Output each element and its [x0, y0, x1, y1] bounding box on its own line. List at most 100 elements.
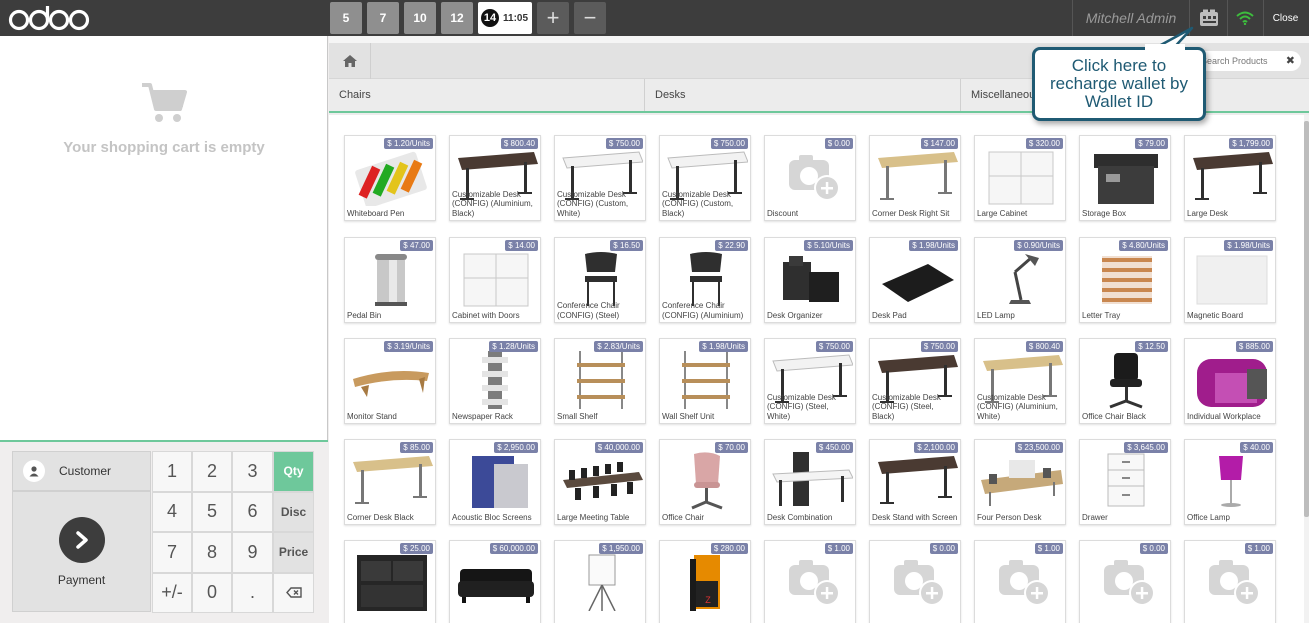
wallet-tooltip: Click here to recharge wallet by Wallet …	[1032, 47, 1206, 121]
add-order-button[interactable]: +	[537, 2, 569, 34]
product-card[interactable]: $ 0.00	[1079, 540, 1171, 623]
product-card[interactable]: $ 25.00	[344, 540, 436, 623]
product-price: $ 750.00	[605, 138, 643, 149]
mode-disc-button[interactable]: Disc	[273, 491, 314, 532]
scrollbar[interactable]	[1304, 115, 1309, 623]
connection-status[interactable]	[1226, 0, 1264, 36]
numpad-key-7[interactable]: 7	[152, 532, 192, 573]
category-chairs[interactable]: Chairs	[329, 79, 645, 111]
category-miscellaneous[interactable]: Miscellaneous	[971, 89, 1041, 101]
product-card[interactable]: $ 0.00	[869, 540, 961, 623]
order-tab-active[interactable]: 14 11:05	[478, 2, 532, 34]
remove-order-button[interactable]: −	[574, 2, 606, 34]
order-tab[interactable]: 10	[404, 2, 436, 34]
category-desks[interactable]: Desks	[645, 79, 961, 111]
product-card[interactable]: $ 1.00	[764, 540, 856, 623]
numpad-key-6[interactable]: 6	[232, 491, 273, 532]
numpad-key-2[interactable]: 2	[192, 451, 232, 492]
numpad: 1 2 3 Qty 4 5 6 Disc 7 8 9 Price +/- 0 .	[152, 451, 315, 613]
product-card[interactable]: $ 1,950.00	[554, 540, 646, 623]
product-name: Office Chair Black	[1082, 411, 1146, 421]
product-card[interactable]: $ 1.00	[974, 540, 1066, 623]
numpad-key-8[interactable]: 8	[192, 532, 232, 573]
mode-price-button[interactable]: Price	[273, 532, 314, 573]
product-name: Corner Desk Black	[347, 512, 414, 522]
svg-text:Z: Z	[705, 595, 711, 605]
product-card[interactable]: $ 1.00	[1184, 540, 1276, 623]
product-price: $ 885.00	[1235, 341, 1273, 352]
close-button[interactable]: Close	[1272, 12, 1299, 24]
product-card[interactable]: Z$ 280.00	[659, 540, 751, 623]
order-tab[interactable]: 5	[330, 2, 362, 34]
product-price: $ 1.00	[1244, 543, 1273, 554]
product-image	[1009, 254, 1039, 304]
product-image	[783, 256, 839, 302]
scrollbar-thumb[interactable]	[1304, 121, 1309, 517]
product-price: $ 1.00	[1034, 543, 1063, 554]
numpad-key-1[interactable]: 1	[152, 451, 192, 492]
close-icon[interactable]: ✖	[1285, 55, 1295, 67]
order-tab[interactable]: 7	[367, 2, 399, 34]
chevron-right-icon	[58, 516, 105, 563]
product-image	[667, 151, 748, 200]
search-input[interactable]: Search Products ✖	[1189, 51, 1301, 71]
numpad-key-4[interactable]: 4	[152, 491, 192, 532]
payment-button[interactable]: Payment	[12, 491, 151, 612]
numpad-key-dot[interactable]: .	[232, 572, 273, 613]
product-price: $ 800.40	[1025, 341, 1063, 352]
numpad-key-9[interactable]: 9	[232, 532, 273, 573]
product-card[interactable]: $ 60,000.00	[449, 540, 541, 623]
wallet-button[interactable]	[1190, 0, 1228, 36]
product-image	[878, 456, 958, 504]
product-name: Desk Stand with Screen	[872, 512, 958, 522]
backspace-button[interactable]	[273, 572, 314, 613]
numpad-key-3[interactable]: 3	[232, 451, 273, 492]
product-image: Z	[690, 555, 720, 611]
product-price: $ 0.00	[824, 138, 853, 149]
customer-button[interactable]: Customer	[12, 451, 151, 491]
mode-qty-button[interactable]: Qty	[273, 451, 314, 492]
order-tab[interactable]: 12	[441, 2, 473, 34]
numpad-key-0[interactable]: 0	[192, 572, 232, 613]
breadcrumb-home[interactable]	[329, 43, 371, 79]
numpad-key-5[interactable]: 5	[192, 491, 232, 532]
numpad-key-sign[interactable]: +/-	[152, 572, 192, 613]
